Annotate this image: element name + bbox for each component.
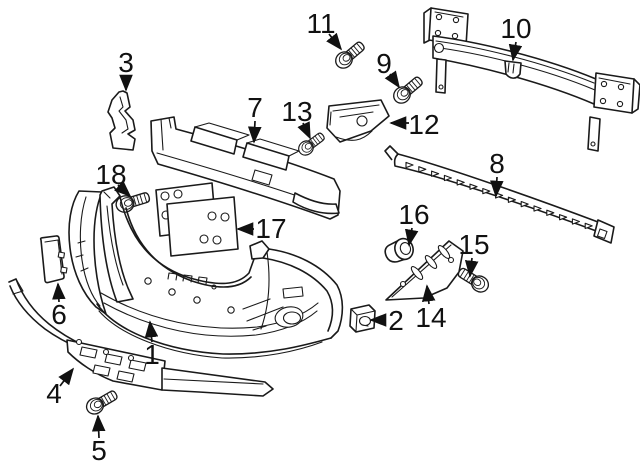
callout-label-2: 2: [388, 305, 404, 336]
callout-labels: 1 2 3 4 5 6 7 8 9 10 11 12 13 14 15 16 1…: [46, 8, 531, 466]
callout-label-4: 4: [46, 378, 62, 409]
callout-arrow-1: [144, 320, 159, 343]
outer-mount-bracket-drawing: [326, 99, 390, 143]
callout-label-10: 10: [500, 13, 531, 44]
side-mount-bracket-drawing: [107, 90, 136, 151]
callout-label-17: 17: [255, 213, 286, 244]
retainer-nut-drawing: [384, 237, 414, 263]
callout-label-12: 12: [408, 109, 439, 140]
callout-arrow-9: [384, 70, 400, 89]
callout-arrow-8: [490, 176, 504, 198]
energy-absorber-drawing: [150, 116, 341, 220]
callout-arrow-7: [247, 120, 262, 144]
callout-label-18: 18: [95, 159, 126, 190]
callout-label-1: 1: [144, 339, 160, 370]
callout-arrow-4: [58, 367, 75, 387]
callout-arrow-15: [464, 257, 479, 278]
callout-label-5: 5: [91, 435, 107, 466]
callout-label-7: 7: [247, 92, 263, 123]
bolt-15-drawing: [454, 263, 493, 296]
callout-label-11: 11: [306, 8, 335, 39]
screw-13-drawing: [295, 129, 328, 159]
callout-arrow-11: [326, 32, 343, 51]
callout-arrow-16: [404, 227, 419, 247]
screw-18-drawing: [113, 188, 153, 216]
front-bumper-cover-drawing: [68, 186, 344, 359]
callout-label-13: 13: [281, 96, 312, 127]
callout-arrow-10: [508, 41, 523, 62]
callout-arrow-13: [297, 121, 311, 140]
impact-bar-drawing: [423, 7, 640, 152]
callout-arrow-18: [114, 180, 132, 198]
callout-label-16: 16: [398, 199, 429, 230]
callout-label-15: 15: [458, 229, 489, 260]
callout-arrow-5: [91, 414, 106, 439]
callout-label-3: 3: [118, 47, 134, 78]
callout-label-6: 6: [51, 299, 67, 330]
callout-arrow-14: [421, 284, 436, 305]
lower-air-deflector-drawing: [8, 278, 274, 397]
screw-5-drawing: [82, 386, 121, 418]
bolt-9-drawing: [389, 72, 427, 108]
license-plate-bracket-drawing: [155, 182, 239, 257]
bolt-11-drawing: [331, 37, 369, 73]
callout-label-9: 9: [376, 48, 392, 79]
callout-label-14: 14: [415, 302, 446, 333]
retainer-clip-drawing: [349, 304, 376, 333]
callout-label-8: 8: [489, 148, 505, 179]
tow-hook-cover-drawing: [39, 235, 68, 284]
callout-arrow-6: [52, 282, 66, 303]
callout-arrows: [52, 32, 523, 439]
